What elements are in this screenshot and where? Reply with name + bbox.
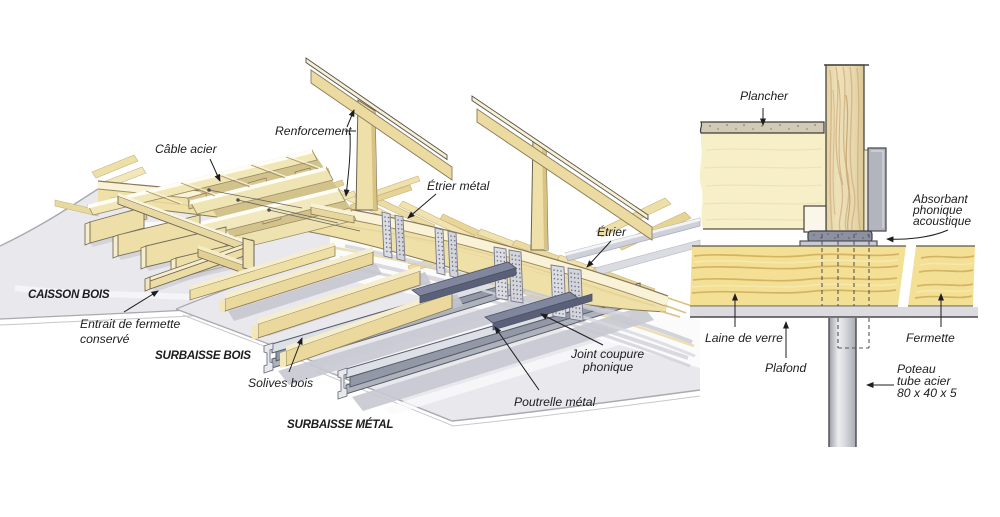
svg-text:Solives bois: Solives bois bbox=[248, 376, 313, 390]
svg-text:80 x 40 x 5: 80 x 40 x 5 bbox=[897, 386, 957, 400]
svg-text:Poutrelle métal: Poutrelle métal bbox=[514, 395, 596, 409]
svg-text:Poteau: Poteau bbox=[897, 362, 936, 376]
svg-text:SURBAISSE BOIS: SURBAISSE BOIS bbox=[155, 349, 251, 362]
svg-text:Plancher: Plancher bbox=[740, 89, 789, 103]
svg-text:Plafond: Plafond bbox=[765, 361, 808, 375]
svg-text:tube acier: tube acier bbox=[897, 374, 951, 388]
svg-text:conservé: conservé bbox=[80, 332, 130, 346]
svg-text:Étrier métal: Étrier métal bbox=[427, 178, 490, 193]
svg-text:Joint coupure: Joint coupure bbox=[570, 347, 644, 361]
svg-text:Absorbant: Absorbant bbox=[912, 192, 968, 206]
svg-text:phonique: phonique bbox=[582, 360, 633, 374]
svg-text:Étrier: Étrier bbox=[597, 224, 627, 239]
svg-text:Câble acier: Câble acier bbox=[155, 142, 218, 156]
svg-text:Fermette: Fermette bbox=[906, 331, 955, 345]
svg-text:SURBAISSE MÉTAL: SURBAISSE MÉTAL bbox=[287, 418, 393, 431]
svg-text:Laine de verre: Laine de verre bbox=[705, 331, 783, 345]
svg-text:phonique: phonique bbox=[912, 203, 963, 217]
svg-text:Renforcement: Renforcement bbox=[275, 124, 352, 138]
svg-text:CAISSON BOIS: CAISSON BOIS bbox=[28, 288, 110, 301]
svg-text:Entrait de fermette: Entrait de fermette bbox=[80, 317, 180, 331]
svg-text:acoustique: acoustique bbox=[913, 214, 971, 228]
